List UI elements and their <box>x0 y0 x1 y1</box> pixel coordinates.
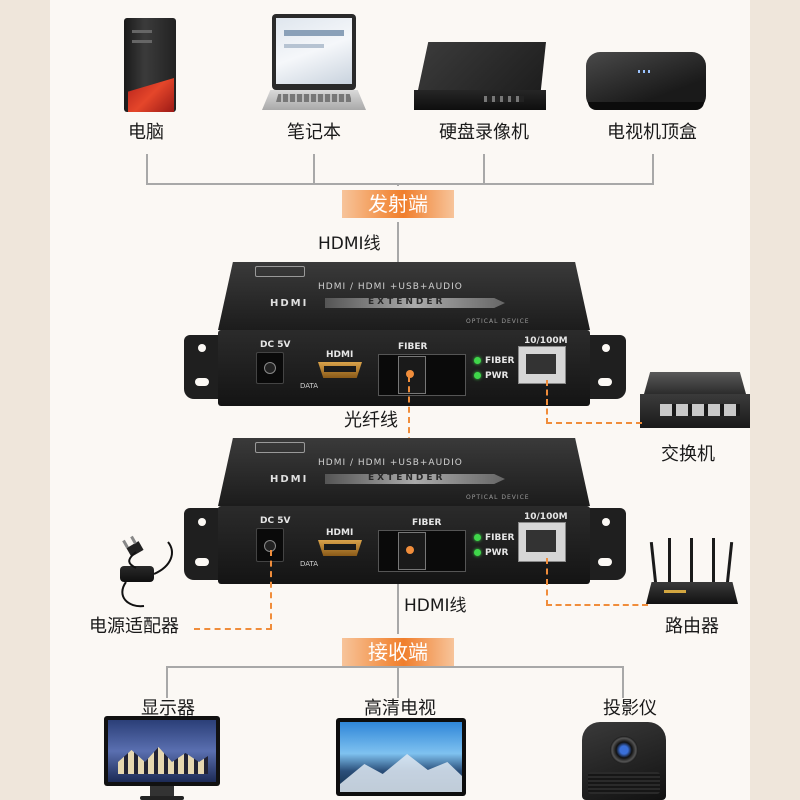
source-label-laptop: 笔记本 <box>287 122 341 143</box>
mount-hole-right-b2 <box>602 518 610 526</box>
rj45-port <box>518 346 566 384</box>
fiber-led-label: FIBER <box>485 356 515 366</box>
switch-cable <box>546 380 642 424</box>
fiber-port-label-2: FIBER <box>412 518 442 528</box>
hdmi-port-inner-2 <box>324 544 356 550</box>
network-switch-icon <box>640 372 750 432</box>
mount-hole-right-b <box>598 558 612 566</box>
desktop-pc-icon <box>124 18 180 114</box>
display-label-projector: 投影仪 <box>603 698 657 719</box>
fiber-led-label-2: FIBER <box>485 533 515 543</box>
data-label-2: DATA <box>300 560 319 568</box>
extender-word-strip-2 <box>325 474 505 484</box>
dvr-recorder-icon <box>414 42 554 114</box>
mount-hole-right-2 <box>602 344 610 352</box>
laptop-icon <box>262 14 366 114</box>
display-label-monitor: 显示器 <box>141 698 195 719</box>
switch-label: 交换机 <box>661 444 715 465</box>
source-bracket-left <box>146 154 148 184</box>
extender-word: EXTENDER <box>368 297 446 307</box>
data-label: DATA <box>300 382 319 390</box>
extender-word-strip <box>325 298 505 308</box>
hd-tv-icon <box>336 718 466 800</box>
display-bracket-mid <box>397 666 399 698</box>
fiber-connector-2 <box>398 532 426 570</box>
mount-hole-left-2 <box>198 344 206 352</box>
pwr-led-label: PWR <box>485 371 509 381</box>
pwr-led-label-2: PWR <box>485 548 509 558</box>
net-port-label: 10/100M <box>524 336 568 346</box>
sender-badge: 发射端 <box>342 190 454 218</box>
display-bracket-bar <box>166 666 624 668</box>
fiber-core <box>406 370 414 378</box>
source-bracket-2 <box>313 154 315 184</box>
source-bracket-right <box>652 154 654 184</box>
dc-label-2: DC 5V <box>260 516 291 526</box>
projector-icon <box>582 722 666 800</box>
extender-top-panel-2 <box>218 438 590 506</box>
rj45-inner-2 <box>526 530 556 552</box>
extender-sub-text: HDMI <box>270 298 309 309</box>
hdmi-port-label: HDMI <box>326 350 354 360</box>
display-label-tv: 高清电视 <box>364 698 436 719</box>
rj45-inner <box>526 354 556 374</box>
router-icon <box>644 538 740 612</box>
fiber-port-label: FIBER <box>398 342 428 352</box>
dc-label: DC 5V <box>260 340 291 350</box>
source-label-dvr: 硬盘录像机 <box>439 122 529 143</box>
power-adapter-icon <box>96 535 180 612</box>
extender-logo-2 <box>255 442 305 453</box>
extender-optical-text-2: OPTICAL DEVICE <box>466 494 530 501</box>
tv-set-top-box-icon <box>586 52 712 116</box>
extender-logo <box>255 266 305 277</box>
hdmi-cable-top-line <box>397 184 399 268</box>
mount-hole-left <box>195 378 209 386</box>
fiber-led-2 <box>474 534 481 541</box>
pwr-led <box>474 372 481 379</box>
source-label-pc: 电脑 <box>128 122 164 143</box>
source-bracket-3 <box>483 154 485 184</box>
net-port-label-2: 10/100M <box>524 512 568 522</box>
power-adapter-label: 电源适配器 <box>89 616 179 637</box>
hdmi-cable-bottom-line <box>397 584 399 636</box>
hdmi-port-label-2: HDMI <box>326 528 354 538</box>
display-bracket-right <box>622 666 624 698</box>
mount-hole-left-b2 <box>198 518 206 526</box>
extender-optical-text: OPTICAL DEVICE <box>466 318 530 325</box>
monitor-icon <box>104 716 220 800</box>
extender-top-text: HDMI / HDMI +USB+AUDIO <box>318 282 463 292</box>
receiver-badge: 接收端 <box>342 638 454 666</box>
hdmi-cable-top-label: HDMI线 <box>318 234 381 254</box>
dc-pin <box>264 362 276 374</box>
extender-word-2: EXTENDER <box>368 473 446 483</box>
source-label-stb: 电视机顶盒 <box>607 122 697 143</box>
extender-top-text-2: HDMI / HDMI +USB+AUDIO <box>318 458 463 468</box>
hdmi-port-inner <box>324 366 356 372</box>
router-cable <box>546 558 648 606</box>
fiber-core-2 <box>406 546 414 554</box>
source-bracket-bar <box>146 183 654 185</box>
display-bracket-left <box>166 666 168 698</box>
router-label: 路由器 <box>665 616 719 637</box>
mount-hole-left-b <box>195 558 209 566</box>
pwr-led-2 <box>474 549 481 556</box>
fiber-cable-label: 光纤线 <box>344 410 398 431</box>
extender-sub-text-2: HDMI <box>270 474 309 485</box>
power-cable <box>194 550 272 630</box>
extender-top-panel <box>218 262 590 330</box>
hdmi-cable-bottom-label: HDMI线 <box>404 596 467 616</box>
fiber-led <box>474 357 481 364</box>
mount-hole-right <box>598 378 612 386</box>
